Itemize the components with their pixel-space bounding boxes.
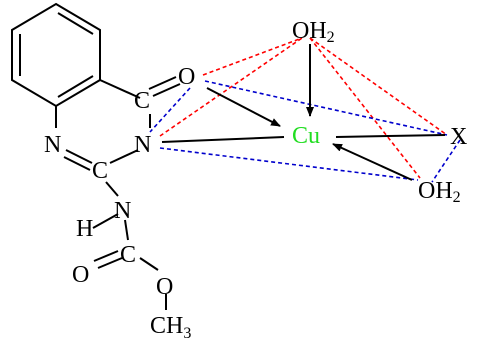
benzene-ring xyxy=(11,2,101,108)
carbonyl-oxygen: O xyxy=(178,64,195,90)
amine-hydrogen: H xyxy=(76,216,93,242)
carbamate-carbon: C xyxy=(120,242,136,268)
edge-x-water-right xyxy=(431,139,461,183)
methyl-group: CH3 xyxy=(150,313,191,338)
heterocycle-bonds xyxy=(55,76,181,171)
coordination-dashed-edges xyxy=(149,37,461,183)
water-top: OH2 xyxy=(292,18,335,46)
ester-oxygen: O xyxy=(156,274,173,300)
ligand-x: X xyxy=(450,124,467,150)
carbamate-bonds xyxy=(92,181,167,310)
water-right: OH2 xyxy=(418,178,461,206)
ring-nitrogen-left: N xyxy=(44,132,61,158)
bond-n-cu xyxy=(161,136,285,143)
arrow-o-to-cu xyxy=(206,87,281,127)
arrow-water-right-to-cu xyxy=(332,143,413,181)
edge-o-water-top xyxy=(202,37,303,76)
coordination-bonds xyxy=(161,44,446,181)
edge-o-n xyxy=(149,87,191,133)
edge-n-water-top xyxy=(159,37,303,137)
carbamate-oxygen: O xyxy=(72,262,89,288)
amine-nitrogen: N xyxy=(114,198,131,224)
ring-nitrogen-right: N xyxy=(134,132,151,158)
bond-cu-x xyxy=(335,134,446,138)
edge-water-top-water-right xyxy=(309,37,421,179)
edge-o-x xyxy=(204,80,448,136)
ring-carbon: C xyxy=(92,158,108,184)
carbonyl-carbon: C xyxy=(134,88,150,114)
copper-atom: Cu xyxy=(292,123,320,149)
edge-n-water-right xyxy=(159,147,419,181)
